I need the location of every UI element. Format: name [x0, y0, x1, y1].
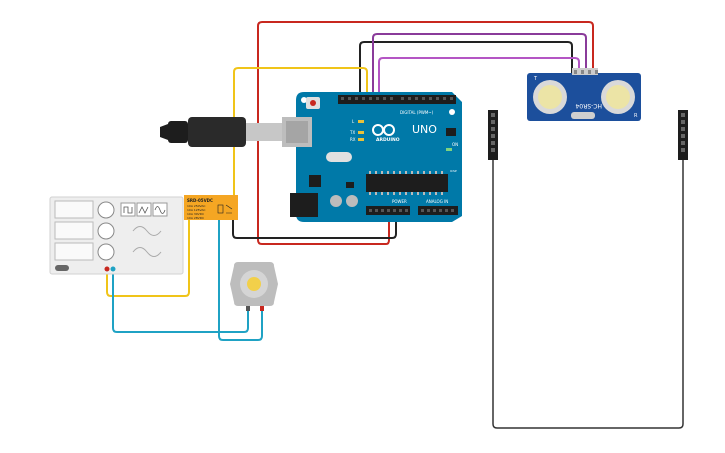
fgen-display-1	[54, 200, 94, 219]
relay-line4: 10A 28VDC	[187, 216, 204, 220]
fgen-display-2	[54, 221, 94, 240]
sine-wave-icon	[154, 206, 166, 214]
dc-motor[interactable]	[230, 262, 278, 311]
label-rx: RX	[350, 137, 356, 142]
usb-cable-icon	[160, 124, 168, 140]
digital-label: DIGITAL (PWM~)	[400, 110, 434, 115]
fgen-display-3	[54, 242, 94, 261]
relay-module[interactable]: SRD-05VDC 10A 250VAC 10A 125VAC 10A 30VD…	[184, 195, 238, 220]
analog-header[interactable]	[418, 206, 458, 215]
atmega-chip	[366, 174, 448, 192]
fgen-terminal-positive[interactable]	[104, 266, 110, 272]
arduino-uno[interactable]: L TX RX ON ARDUINO UNO DIGITAL (PWM~) PO…	[282, 92, 462, 222]
sensor-model: HC-SR04	[575, 102, 602, 109]
wire-black-gnd-relay[interactable]	[232, 213, 397, 239]
label-on: ON	[452, 142, 458, 147]
arduino-model: UNO	[412, 123, 437, 136]
fgen-power-toggle[interactable]	[55, 265, 69, 271]
function-generator[interactable]	[49, 196, 184, 275]
dc-barrel-jack-icon	[290, 193, 318, 217]
sensor-label-t: T	[533, 76, 538, 82]
relay-line1: 10A 250VAC	[187, 204, 206, 208]
wire-gray-header-loop[interactable]	[492, 159, 684, 429]
power-label: POWER	[392, 199, 407, 204]
fgen-knob-offset[interactable]	[97, 243, 115, 261]
pin-header-right[interactable]	[678, 110, 688, 160]
analog-label: ANALOG IN	[426, 199, 448, 204]
digital-header[interactable]	[338, 95, 456, 104]
relay-symbol-icon	[217, 204, 233, 214]
hc-sr04-sensor[interactable]: HC-SR04 T R	[527, 68, 641, 121]
fgen-sine-graphic-1	[132, 226, 162, 236]
wire-purple-trig[interactable]	[372, 33, 587, 96]
usb-cable[interactable]	[160, 117, 300, 147]
icsp-label: ICSP	[450, 169, 457, 173]
fgen-sine-graphic-2	[132, 247, 162, 257]
arduino-infinity-logo	[372, 124, 395, 136]
fgen-knob-amplitude[interactable]	[97, 222, 115, 240]
fgen-terminal-negative[interactable]	[110, 266, 116, 272]
wire-black-gnd-sensor[interactable]	[359, 41, 573, 96]
wave-triangle-button[interactable]	[136, 202, 152, 217]
fgen-knob-frequency[interactable]	[97, 201, 115, 219]
label-l: L	[352, 119, 355, 124]
relay-line3: 10A 30VDC	[187, 212, 204, 216]
wire-yellow-fgen[interactable]	[106, 219, 190, 297]
sensor-label-r: R	[634, 113, 638, 119]
wire-yellow-signal[interactable]	[233, 67, 368, 196]
wire-teal-relay-motor[interactable]	[218, 219, 263, 341]
pin-header-left[interactable]	[488, 110, 498, 160]
motor-shaft	[247, 277, 261, 291]
arduino-brand: ARDUINO	[376, 137, 400, 143]
label-tx: TX	[349, 130, 355, 135]
wire-teal-fgen-motor[interactable]	[112, 269, 249, 333]
triangle-wave-icon	[138, 206, 149, 214]
wire-purple-echo[interactable]	[378, 57, 580, 96]
square-wave-icon	[123, 206, 133, 214]
crystal-oscillator	[571, 112, 595, 119]
relay-line2: 10A 125VAC	[187, 208, 206, 212]
relay-model: SRD-05VDC	[187, 198, 213, 203]
